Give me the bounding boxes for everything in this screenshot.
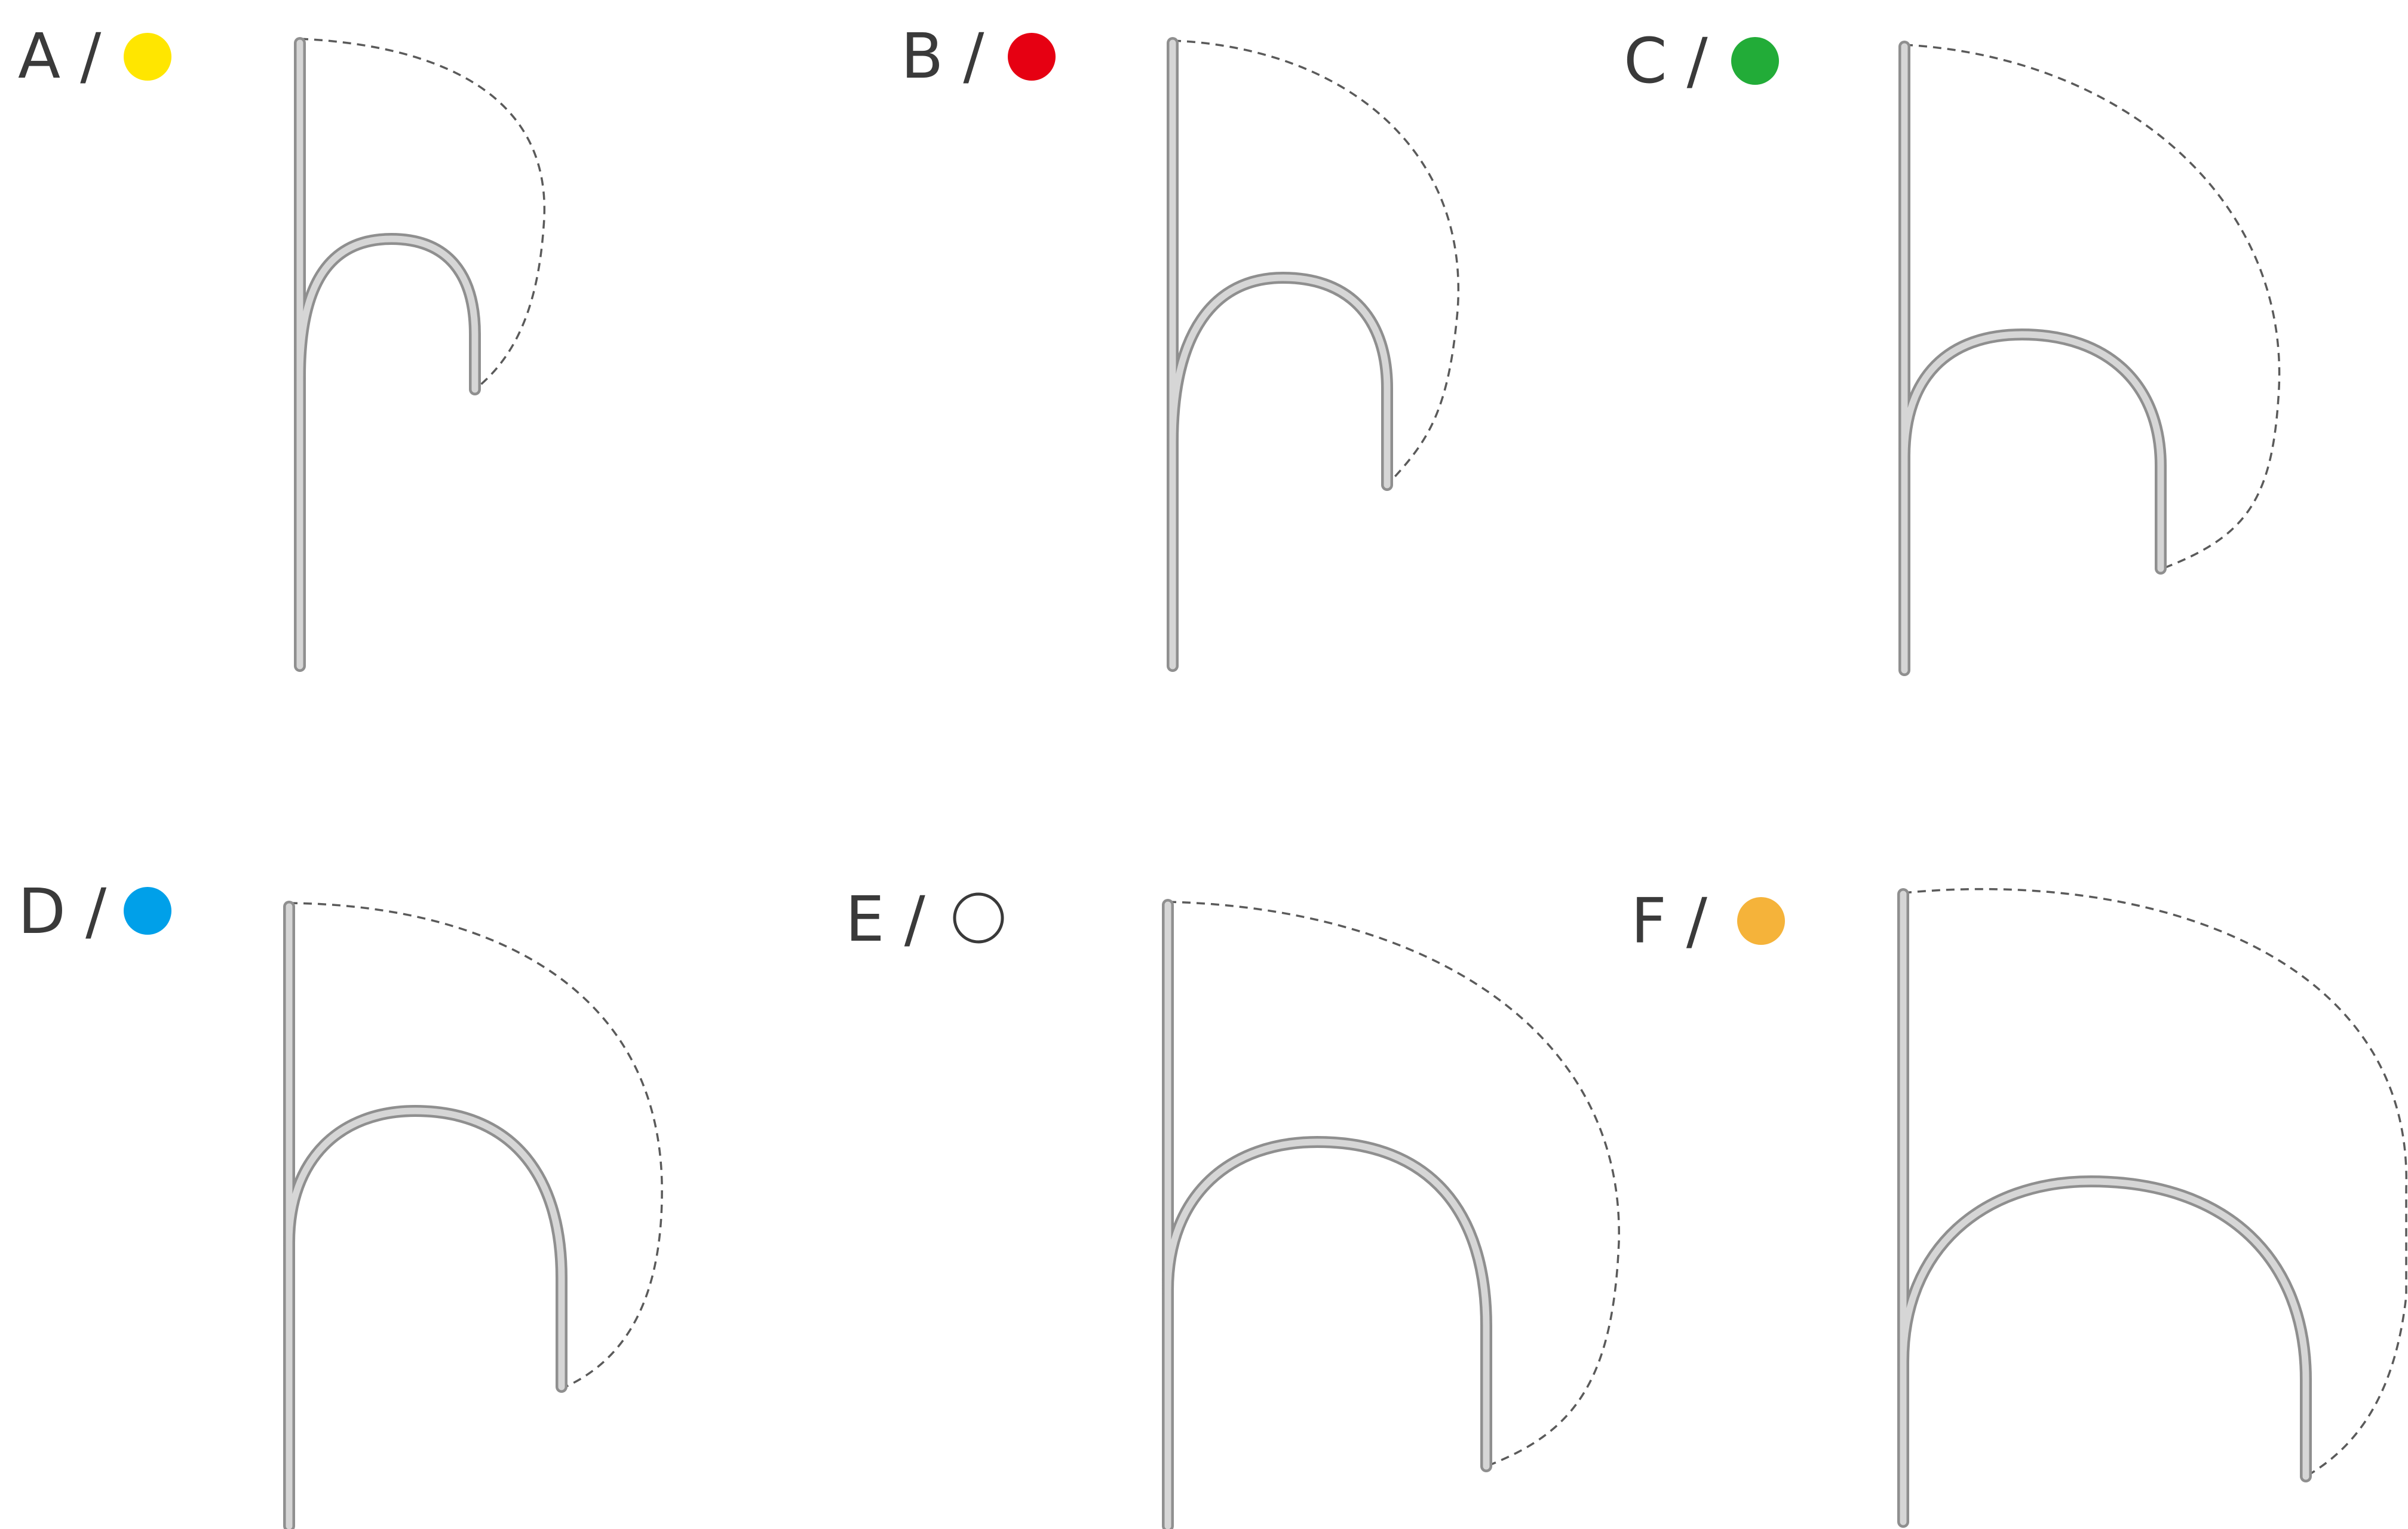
panel-e-hook-rod [1162, 899, 1492, 1529]
panel-a-color-dot [124, 33, 171, 81]
panel-e-color-dot [953, 892, 1004, 944]
panel-b: B / [901, 20, 1460, 672]
panel-f-color-dot [1737, 897, 1785, 945]
panel-f-dashed-trajectory [1903, 888, 2407, 1478]
panel-a-label: A / [18, 20, 102, 93]
panel-c-dashed-trajectory [1904, 44, 2281, 572]
panel-e: E / [845, 883, 1620, 1529]
panel-d-label: D / [18, 875, 107, 948]
panel-d-hook-rod [283, 901, 568, 1529]
panel-b-color-dot [1008, 33, 1056, 81]
panel-c: C / [1624, 24, 2281, 676]
panel-f-hook-rod [1897, 888, 2312, 1528]
panel-c-hook-rod [1898, 41, 2167, 676]
panel-f: F / [1631, 885, 2407, 1528]
panel-e-dashed-trajectory [1167, 901, 1620, 1467]
panel-d-color-dot [124, 887, 171, 935]
panel-e-label: E / [845, 883, 926, 956]
panel-f-label: F / [1631, 885, 1708, 957]
panel-b-label: B / [901, 20, 984, 93]
panel-b-hook-rod [1167, 37, 1393, 672]
panel-a: A / [18, 20, 546, 672]
panel-d-dashed-trajectory [289, 902, 663, 1390]
panel-a-hook-rod [294, 37, 481, 672]
panel-b-dashed-trajectory [1172, 39, 1460, 486]
panel-c-label: C / [1624, 24, 1708, 97]
panel-d: D / [18, 875, 663, 1529]
panel-a-dashed-trajectory [299, 38, 546, 391]
panel-c-color-dot [1731, 37, 1779, 85]
